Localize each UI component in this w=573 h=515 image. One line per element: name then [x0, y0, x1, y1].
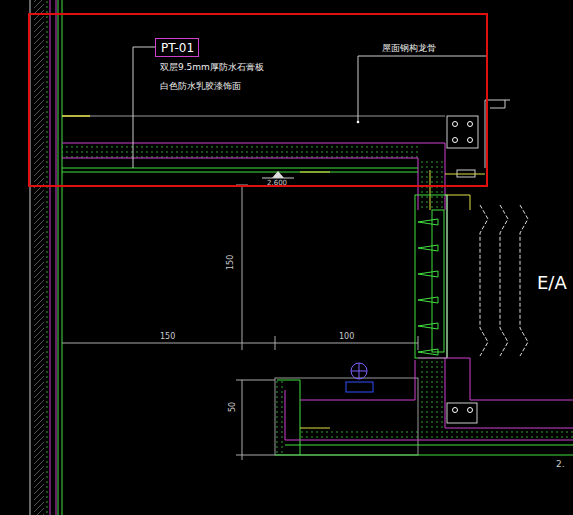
dimension-text: 150 — [226, 255, 235, 270]
highlight-frame — [29, 14, 487, 186]
diffuser-vane — [520, 205, 528, 356]
blade — [418, 323, 438, 329]
note-text: 屋面钢构龙骨 — [382, 42, 436, 55]
dimension-text: 150 — [160, 332, 175, 341]
blade — [418, 219, 438, 225]
blade — [418, 245, 438, 251]
diffuser-vane — [500, 205, 508, 356]
note-text: 双层9.5mm厚防水石膏板 — [160, 61, 264, 74]
blade — [418, 349, 438, 355]
louvre-blade — [418, 219, 438, 355]
blade — [418, 271, 438, 277]
steel-bracket — [445, 100, 510, 177]
level-value: 2. — [556, 459, 565, 469]
leader — [133, 47, 155, 168]
level-value: 2.600 — [267, 179, 287, 187]
leader — [358, 56, 488, 121]
equipment-tag: E/A — [537, 272, 567, 293]
wall — [30, 0, 62, 515]
louvre — [415, 195, 447, 358]
sprinkler — [346, 363, 373, 392]
diffuser — [480, 205, 528, 356]
ceiling — [62, 116, 470, 210]
diffuser-vane — [480, 205, 488, 356]
note-text: 白色防水乳胶漆饰面 — [160, 80, 241, 93]
blade — [418, 297, 438, 303]
level-mark — [272, 171, 284, 178]
tag-text: PT-01 — [161, 41, 193, 55]
bulkhead — [275, 358, 573, 455]
dimension-text: 100 — [339, 332, 354, 341]
dimension-text: 50 — [228, 402, 237, 412]
dimension — [62, 185, 418, 460]
tag-box: PT-01 — [155, 38, 199, 57]
